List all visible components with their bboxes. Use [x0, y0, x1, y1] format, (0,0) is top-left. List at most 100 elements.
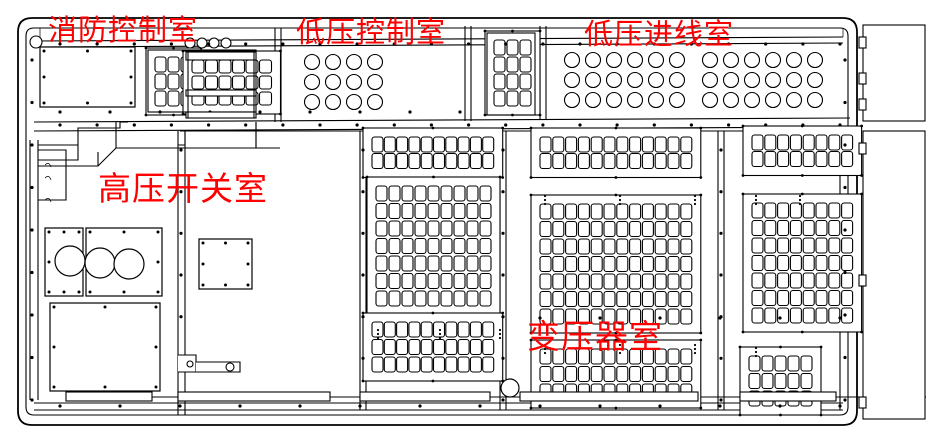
door-hinge [858, 396, 867, 409]
louvre-slot [641, 273, 654, 290]
louvre-slot [774, 355, 787, 372]
louvre-slot [420, 152, 433, 170]
fastener-dots [30, 42, 847, 408]
louvre-slot [420, 136, 433, 153]
left-inner-wall [29, 140, 67, 400]
louvre-slot [629, 273, 642, 290]
louvre-slot [789, 219, 802, 237]
fastener-dot [719, 148, 723, 152]
vent-circle [701, 51, 719, 69]
panel-bolt [52, 385, 56, 389]
vent-circle [764, 51, 782, 69]
louvre-slot [654, 273, 667, 290]
louvre-slot [616, 220, 629, 238]
louvre-slot [396, 321, 409, 338]
circles-lv-in-right [701, 51, 824, 109]
louvre-slot [616, 308, 629, 325]
louvre-slot [748, 372, 761, 390]
misc-details [65, 32, 837, 402]
louvre-slot [815, 272, 828, 289]
louvre-slot [764, 134, 777, 151]
louvre-slot [680, 290, 693, 308]
louvre-slot [603, 308, 616, 325]
louvre-slot [828, 237, 841, 254]
louvre-slot [789, 272, 802, 289]
panel-hv-inspect [198, 238, 253, 290]
align-dot [498, 332, 502, 336]
vent-circle [605, 51, 623, 69]
panel-bolt [86, 49, 89, 53]
louvre-slot [800, 355, 813, 372]
mount-dot [779, 345, 782, 349]
mount-dot [741, 330, 745, 334]
align-dot [438, 336, 442, 340]
louvre-slot [457, 136, 470, 153]
louvre-slot [432, 338, 446, 356]
louvre-slot [654, 308, 667, 325]
fastener-dot [501, 315, 505, 319]
louvre-slot [414, 202, 427, 220]
louvre-slot [552, 290, 565, 308]
plinth-c [359, 391, 491, 402]
louvre-slot [590, 220, 603, 238]
louvre-slot [552, 152, 565, 170]
louvre-slot [469, 152, 482, 170]
circles-top-small [184, 37, 232, 49]
louvre-slot [453, 290, 466, 307]
vent-circle [563, 71, 581, 89]
louvre-slot [388, 237, 401, 255]
louvre-slot [828, 289, 841, 307]
louvre-slot [789, 150, 802, 168]
door-upper-right [858, 24, 926, 122]
align-dot [438, 328, 442, 332]
louvre-slot [815, 237, 828, 254]
louvre-left-main [365, 175, 502, 317]
louvre-slot [154, 73, 167, 90]
louvre-slot [828, 219, 841, 237]
vent-circle [324, 73, 342, 91]
louvre-slot [774, 372, 787, 390]
louvre-slot [748, 355, 761, 372]
louvre-slot [616, 365, 629, 383]
vent-circle [722, 71, 740, 89]
louvre-slot [828, 202, 841, 219]
panel-bolt [154, 305, 158, 309]
louvre-slot [371, 338, 384, 356]
roof-rail [33, 28, 844, 48]
vent-circle [743, 71, 761, 89]
fan-1 [54, 245, 86, 277]
louvre-slot [204, 75, 219, 90]
mount-dot [529, 126, 533, 130]
louvre-slot [603, 348, 616, 365]
plinth-a [65, 391, 153, 402]
louvre-slot [258, 59, 273, 74]
mount-dot [614, 126, 618, 130]
louvre-slot [401, 255, 414, 272]
mount-dot [860, 330, 863, 334]
fastener-dot [658, 316, 662, 320]
louvre-slot [493, 56, 506, 73]
vent-circle [806, 51, 824, 69]
fastener-dot [418, 404, 422, 408]
louvre-slot [841, 237, 854, 254]
louvre-slot [777, 134, 790, 151]
fastener-dot [719, 231, 723, 235]
louvre-slot [680, 136, 693, 153]
louvre-slot [482, 338, 495, 356]
louvre-slot [552, 136, 565, 153]
louvre-slot [802, 307, 815, 324]
louvre-slot [445, 136, 458, 153]
louvre-slot [552, 308, 565, 325]
louvre-slot [408, 152, 421, 170]
fan-2 [84, 247, 116, 279]
louvre-slot [388, 272, 401, 290]
fastener-dot [361, 315, 365, 319]
louvre-slot [590, 255, 603, 273]
vent-circle [208, 37, 220, 49]
louvre-slot [680, 273, 693, 290]
louvre-slot [539, 348, 552, 365]
mount-dot [529, 406, 533, 410]
louvre-slot [552, 203, 565, 220]
louvre-slot [493, 90, 506, 107]
louvre-slot [479, 202, 492, 220]
